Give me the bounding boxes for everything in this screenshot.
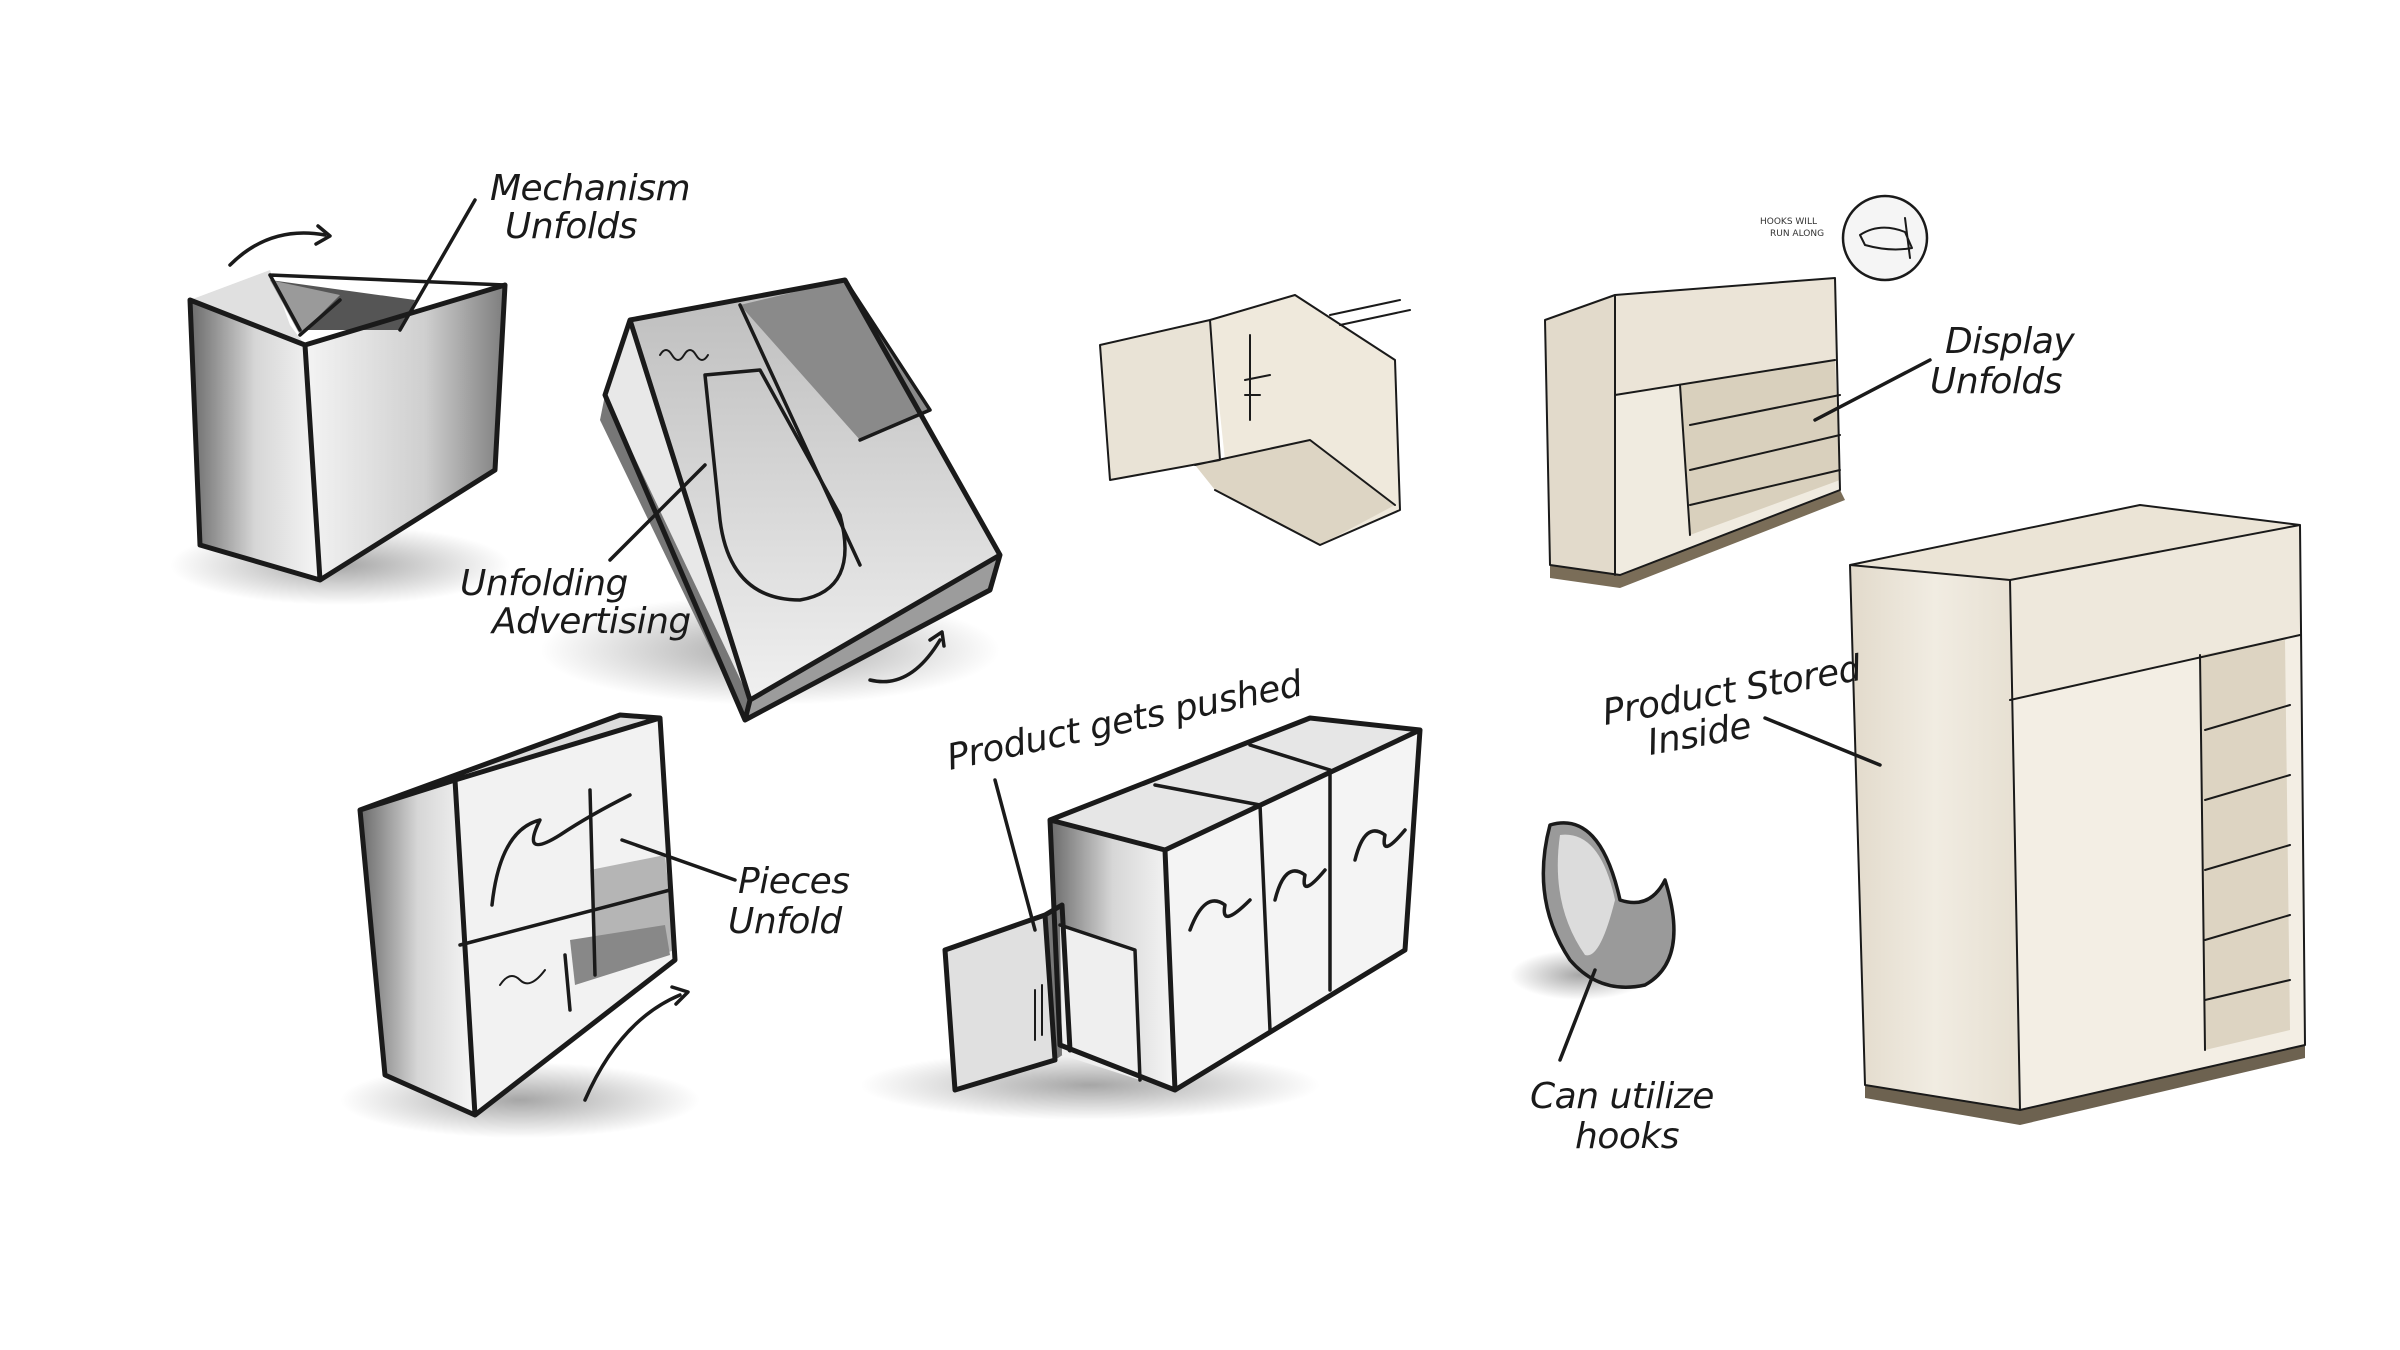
sketch-hook xyxy=(1510,823,1674,1060)
tiny-callout-text-2: RUN ALONG xyxy=(1770,229,1824,239)
sketch-unfolding-advertising-box xyxy=(540,280,1000,720)
label-mechanism-line2: Unfolds xyxy=(505,206,637,247)
label-display-line1: Display xyxy=(1945,321,2075,362)
label-hooks-line1: Can utilize xyxy=(1530,1076,1714,1117)
label-advertising-line1: Unfolding xyxy=(460,563,628,604)
label-pieces-line1: Pieces xyxy=(738,861,850,902)
sketch-pieces-unfold-box xyxy=(340,715,735,1138)
label-display-line2: Unfolds xyxy=(1930,361,2062,402)
sketch-storage-cabinet xyxy=(1765,505,2305,1125)
sketch-display-cabinet: HOOKS WILL RUN ALONG xyxy=(1545,196,1930,588)
label-hooks-line2: hooks xyxy=(1575,1116,1679,1157)
label-advertising-line2: Advertising xyxy=(490,601,691,642)
sketch-product-pusher xyxy=(860,718,1420,1120)
sketch-folding-corner-box xyxy=(170,200,510,605)
label-pieces-line2: Unfold xyxy=(728,901,843,942)
sketch-corner-panel xyxy=(1100,295,1410,545)
tiny-callout-text: HOOKS WILL xyxy=(1760,217,1817,227)
label-mechanism-line1: Mechanism xyxy=(490,168,690,209)
